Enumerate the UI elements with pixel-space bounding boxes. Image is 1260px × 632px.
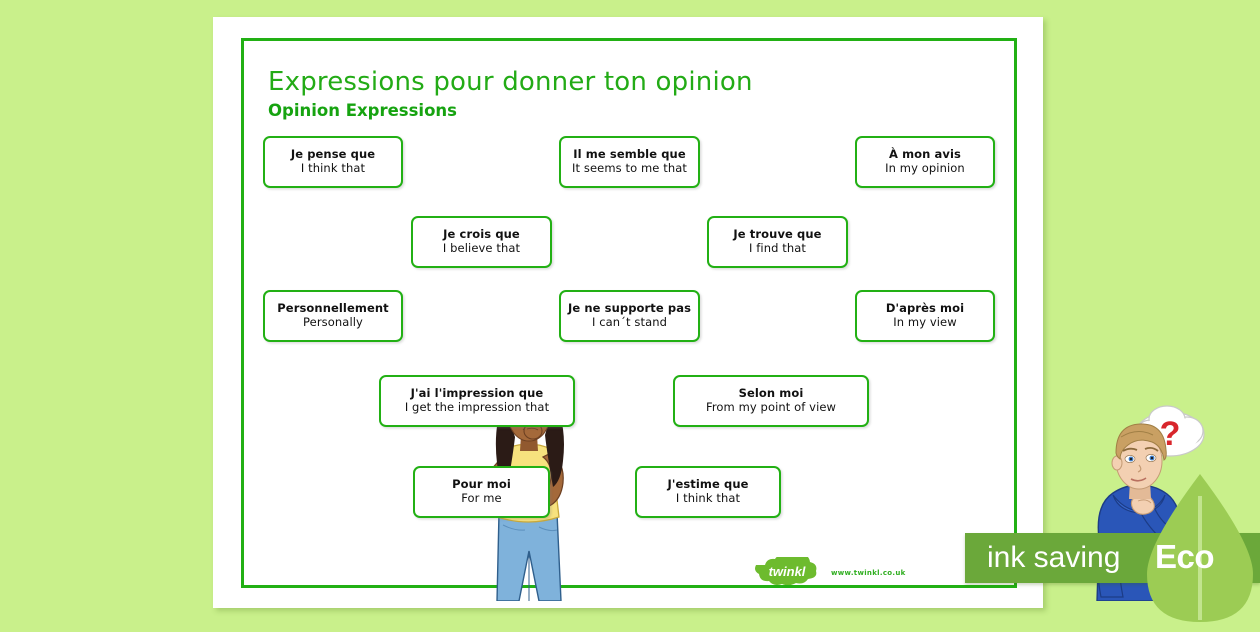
- eco-label: Eco: [1155, 538, 1215, 575]
- expression-english: I find that: [749, 241, 806, 256]
- expression-french: D'après moi: [885, 301, 965, 316]
- expression-french: J'estime que: [667, 477, 749, 492]
- page-inner-border: [241, 38, 1017, 588]
- expression-english: I believe that: [442, 241, 521, 256]
- expression-english: From my point of view: [705, 400, 837, 415]
- expression-english: In my view: [893, 315, 957, 330]
- expression-english: I think that: [300, 161, 366, 176]
- expression-french: Je ne supporte pas: [567, 301, 692, 316]
- ink-saving-label: ink saving: [987, 541, 1121, 574]
- expression-english: In my opinion: [885, 161, 965, 176]
- expression-french: Selon moi: [738, 386, 804, 401]
- eco-leaf-icon: [1135, 470, 1260, 628]
- svg-text:twinkl: twinkl: [769, 564, 806, 579]
- expression-english: I think that: [675, 491, 741, 506]
- page-title: Expressions pour donner ton opinion: [268, 67, 753, 97]
- expression-english: It seems to me that: [572, 161, 687, 176]
- expression-french: Pour moi: [452, 477, 511, 492]
- twinkl-cloud-icon: twinkl: [755, 557, 817, 585]
- twinkl-url: www.twinkl.co.uk: [831, 569, 906, 577]
- expression-english: For me: [461, 491, 502, 506]
- expression-french: Je crois que: [443, 227, 520, 242]
- expression-french: Je trouve que: [733, 227, 822, 242]
- worksheet-page: Expressions pour donner ton opinion Opin…: [213, 17, 1205, 608]
- expression-french: J'ai l'impression que: [410, 386, 544, 401]
- expression-english: Personally: [303, 315, 363, 330]
- expression-french: À mon avis: [888, 147, 962, 162]
- expression-french: Il me semble que: [573, 147, 686, 162]
- expression-french: Je pense que: [290, 147, 376, 162]
- expression-english: I get the impression that: [404, 400, 550, 415]
- expression-french: Personnellement: [277, 301, 389, 316]
- page-subtitle: Opinion Expressions: [268, 101, 457, 120]
- expression-english: I can´t stand: [591, 315, 668, 330]
- twinkl-logo: twinkl www.twinkl.co.uk: [751, 557, 905, 587]
